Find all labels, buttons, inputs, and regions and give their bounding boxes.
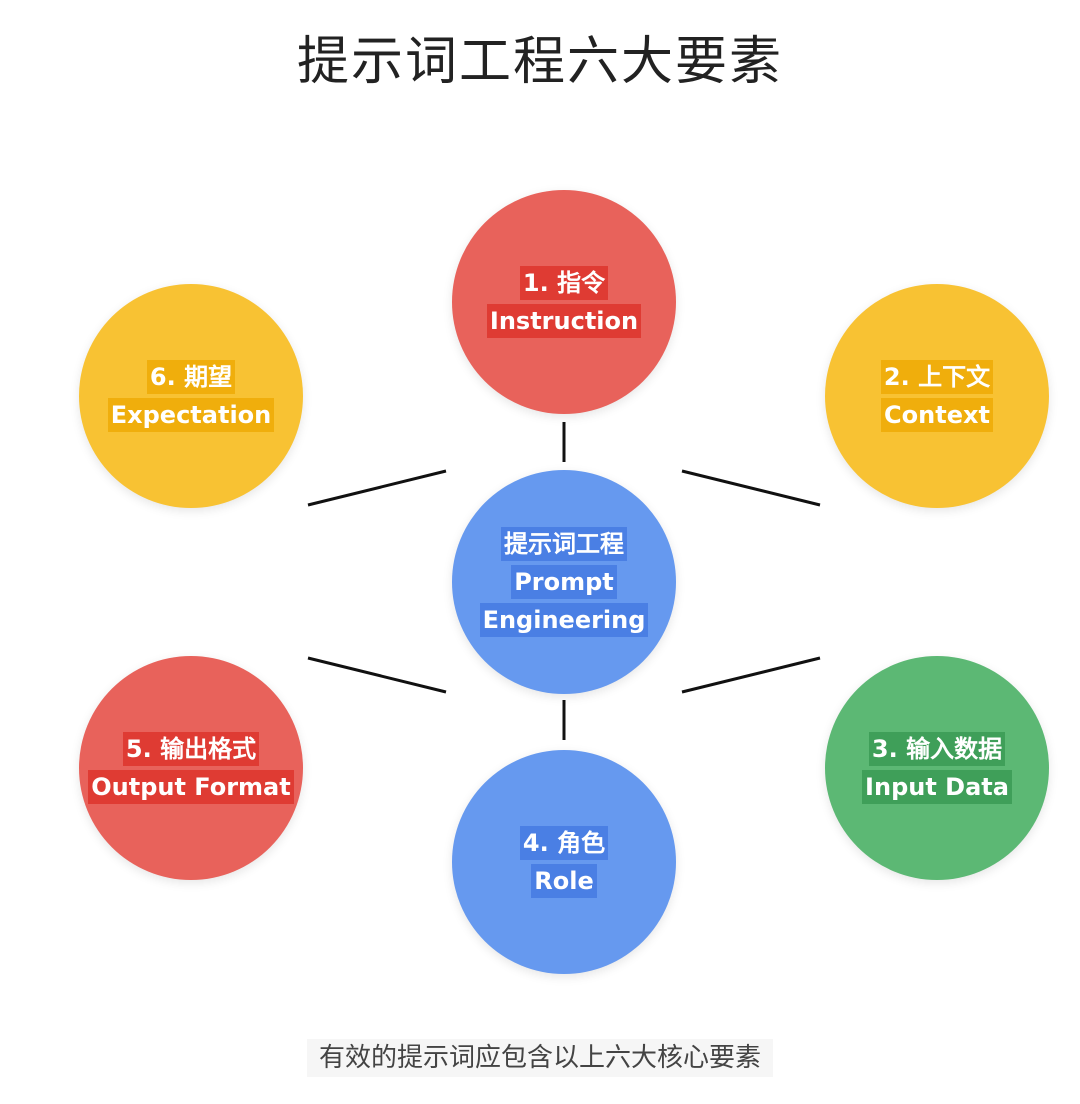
diagram-title: 提示词工程六大要素 [296, 32, 783, 92]
center-label-cn: 提示词工程 [501, 527, 627, 561]
node-instruction: 1. 指令 Instruction [452, 190, 676, 414]
node-input-data: 3. 输入数据 Input Data [825, 656, 1049, 880]
node-expectation-en: Expectation [107, 398, 275, 432]
node-instruction-en: Instruction [486, 304, 642, 338]
center-label-en-line2: Engineering [479, 603, 649, 637]
node-expectation: 6. 期望 Expectation [79, 284, 303, 508]
node-context-cn: 2. 上下文 [880, 360, 994, 394]
node-context: 2. 上下文 Context [825, 284, 1049, 508]
footer-caption: 有效的提示词应包含以上六大核心要素 [306, 1039, 773, 1077]
connector-context [681, 469, 821, 507]
footer-caption-wrap: 有效的提示词应包含以上六大核心要素 [0, 1038, 1080, 1078]
connector-expectation [307, 469, 447, 507]
connector-input-data [681, 656, 821, 694]
node-expectation-cn: 6. 期望 [146, 360, 236, 394]
center-label-en-line1: Prompt [511, 565, 617, 599]
node-instruction-cn: 1. 指令 [519, 266, 609, 300]
node-output-format: 5. 输出格式 Output Format [79, 656, 303, 880]
node-output-format-cn: 5. 输出格式 [122, 732, 260, 766]
connector-output-format [307, 656, 447, 694]
node-output-format-en: Output Format [88, 770, 294, 804]
node-center-prompt-engineering: 提示词工程 Prompt Engineering [452, 470, 676, 694]
node-role-cn: 4. 角色 [519, 826, 609, 860]
node-role-en: Role [531, 864, 597, 898]
node-context-en: Context [881, 398, 993, 432]
node-input-data-cn: 3. 输入数据 [868, 732, 1006, 766]
node-role: 4. 角色 Role [452, 750, 676, 974]
node-input-data-en: Input Data [862, 770, 1012, 804]
